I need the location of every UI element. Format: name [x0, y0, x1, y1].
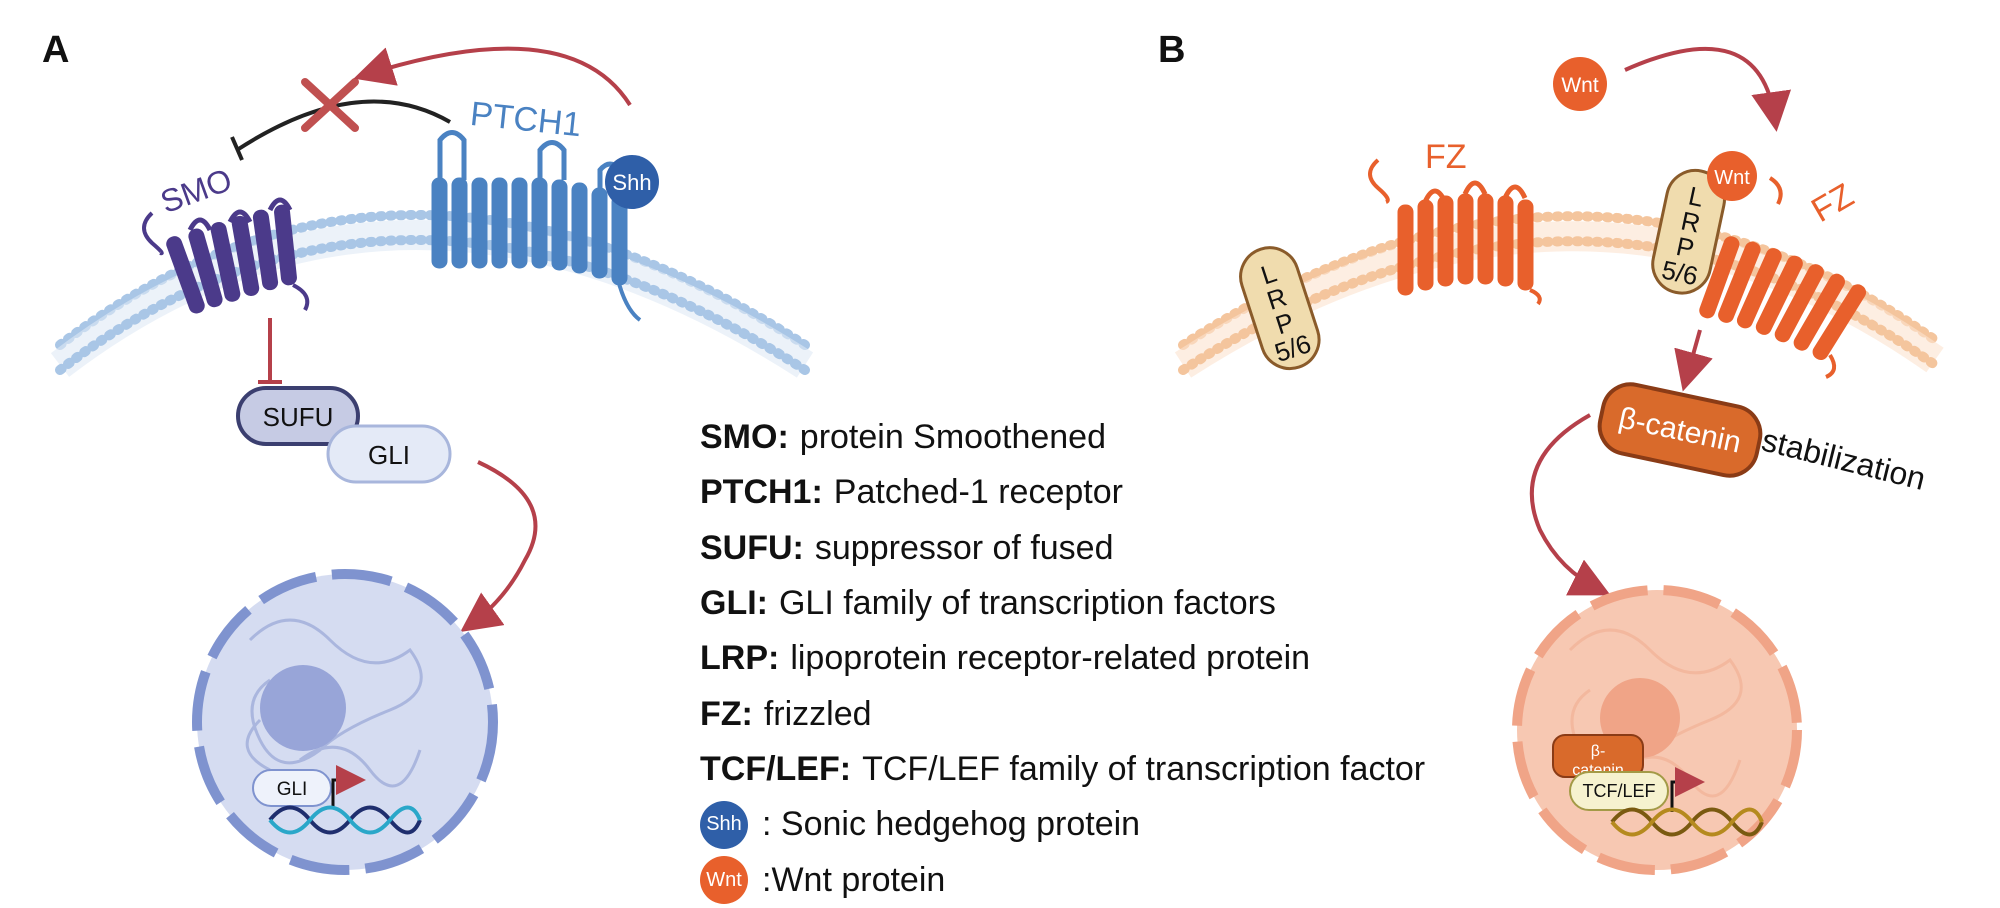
sufu-protein: SUFU: [236, 386, 360, 446]
panel-a-label: A: [42, 29, 69, 71]
lrp-right-56: 5/6: [1659, 254, 1701, 291]
wnt-legend-icon-label: Wnt: [706, 868, 742, 891]
transcription-start-arrow-b: [1670, 767, 1705, 812]
gli-translocation-arrow: [460, 460, 538, 632]
gli-protein: GLI: [326, 424, 452, 484]
legend-row-tcf-lef: TCF/LEF: TCF/LEF family of transcription…: [700, 742, 1425, 797]
legend-desc: lipoprotein receptor-related protein: [790, 639, 1311, 678]
gli-label: GLI: [368, 440, 410, 470]
lrp-right-coreceptor: L R P 5/6: [1651, 168, 1726, 295]
legend-term: PTCH1:: [700, 473, 823, 512]
beta-catenin-protein: β-catenin: [1597, 382, 1763, 478]
cell-membrane-a: [50, 210, 814, 378]
stabilization-arrow: [1674, 329, 1713, 392]
legend-desc: frizzled: [763, 694, 872, 733]
legend-term: FZ:: [700, 694, 753, 733]
shh-ligand-label: Shh: [612, 170, 651, 195]
legend-desc: Patched-1 receptor: [833, 473, 1123, 512]
transcription-start-arrow-a: [331, 765, 366, 808]
legend-desc: suppressor of fused: [814, 528, 1114, 567]
legend-desc: GLI family of transcription factors: [778, 584, 1276, 623]
smo-receptor: [142, 197, 310, 314]
legend-row-wnt: Wnt :Wnt protein: [700, 852, 1425, 907]
sufu-label: SUFU: [263, 402, 334, 432]
panel-b-label: B: [1158, 29, 1185, 71]
shh-legend-icon-label: Shh: [706, 813, 742, 836]
nucleus-gli-label: GLI: [277, 779, 308, 800]
fz-left-receptor: [1368, 158, 1542, 306]
lrp-left-coreceptor: L R P 5/6: [1239, 246, 1321, 371]
legend-row-ptch1: PTCH1: Patched-1 receptor: [700, 465, 1425, 520]
wnt-legend-icon: Wnt: [700, 856, 748, 905]
legend-row-lrp: LRP: lipoprotein receptor-related protei…: [700, 631, 1425, 686]
legend-desc: :Wnt protein: [762, 860, 946, 899]
stabilization-label: stabilization: [1758, 422, 1929, 497]
legend-row-smo: SMO: protein Smoothened: [700, 410, 1425, 465]
tcf-lef-label: TCF/LEF: [1582, 781, 1655, 801]
fz-right-label: FZ: [1805, 176, 1860, 230]
legend-term: TCF/LEF:: [700, 749, 852, 788]
legend-desc: protein Smoothened: [799, 418, 1106, 457]
nucleolus-a: [260, 665, 346, 751]
shh-ligand: Shh: [605, 155, 659, 209]
legend-term: LRP:: [700, 639, 780, 678]
legend-row-fz: FZ: frizzled: [700, 686, 1425, 741]
shh-legend-icon: Shh: [700, 800, 748, 849]
dna-helix-b: [1610, 807, 1764, 837]
legend-term: GLI:: [700, 584, 768, 623]
wnt-free-ligand: Wnt: [1553, 57, 1607, 111]
nucleus-b: β- catenin TCF/LEF: [1512, 585, 1802, 875]
wnt-free-label: Wnt: [1561, 74, 1599, 97]
fz-right-receptor: [1699, 176, 1867, 379]
dna-helix-a: [268, 805, 422, 835]
nucleus-beta-label-1: β-: [1591, 743, 1606, 760]
beta-catenin-translocation-arrow: [1529, 413, 1611, 596]
legend-desc: : Sonic hedgehog protein: [762, 805, 1141, 844]
ptch1-label: PTCH1: [468, 95, 583, 144]
legend: SMO: protein Smoothened PTCH1: Patched-1…: [700, 410, 1425, 908]
blocked-cross-icon: [301, 78, 359, 132]
wnt-bound-label: Wnt: [1714, 167, 1750, 189]
fz-left-label: FZ: [1425, 138, 1467, 176]
legend-row-shh: Shh : Sonic hedgehog protein: [700, 797, 1425, 852]
legend-term: SMO:: [700, 418, 789, 457]
smo-label: SMO: [156, 161, 237, 220]
legend-desc: TCF/LEF family of transcription factor: [862, 749, 1426, 788]
legend-term: SUFU:: [700, 528, 804, 567]
shh-binding-arrow: [353, 46, 632, 107]
nucleus-a: GLI: [192, 569, 498, 875]
lrp-right-l: L: [1686, 180, 1706, 212]
smo-sufu-inhibition: [258, 318, 282, 384]
lrp-right-p: P: [1674, 231, 1697, 264]
legend-row-gli: GLI: GLI family of transcription factors: [700, 576, 1425, 631]
ptch1-receptor: [431, 130, 642, 322]
legend-row-sufu: SUFU: suppressor of fused: [700, 521, 1425, 576]
wnt-bound-ligand: Wnt: [1707, 151, 1757, 201]
wnt-binding-arrow: [1624, 46, 1792, 132]
ptch1-smo-inhibition: [230, 99, 451, 161]
